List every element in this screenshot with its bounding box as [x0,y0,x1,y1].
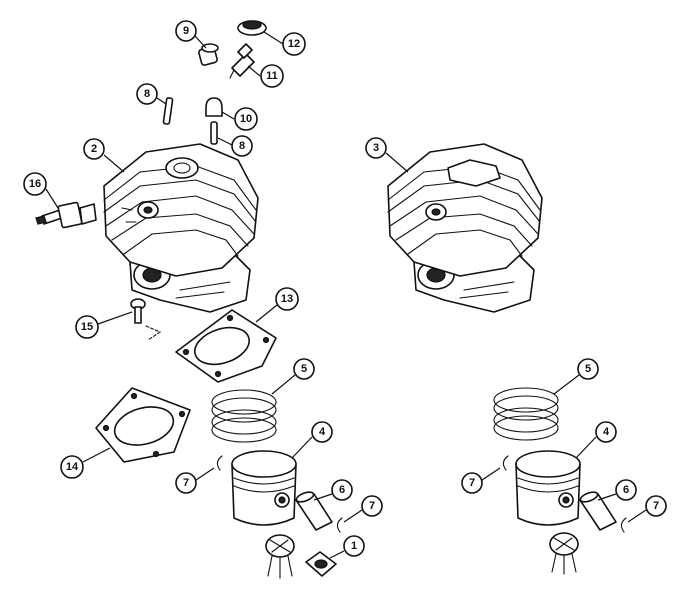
svg-text:13: 13 [281,293,293,305]
callout-10: 10 [234,107,258,131]
callout-16: 16 [23,172,47,196]
gasket-14 [95,387,191,463]
needle-bearing-1 [305,551,337,577]
svg-text:6: 6 [623,484,629,496]
cylinder-right [387,143,543,313]
svg-text:4: 4 [603,426,610,438]
callout-14: 14 [60,455,84,479]
valve-11 [229,43,255,79]
svg-text:4: 4 [319,426,326,438]
callout-13: 13 [275,287,299,311]
callout-1: 1 [343,535,365,557]
cap-10 [205,97,223,117]
callout-7-right-b: 7 [645,495,667,517]
svg-text:15: 15 [81,321,93,333]
svg-text:8: 8 [144,88,150,100]
callout-15: 15 [75,315,99,339]
svg-text:7: 7 [469,477,475,489]
spark-plug-16 [35,201,97,229]
svg-text:3: 3 [373,142,379,154]
callout-4-left: 4 [311,421,333,443]
svg-text:16: 16 [29,178,41,190]
callout-6-right: 6 [615,479,637,501]
piston-right [515,450,581,526]
svg-text:8: 8 [239,140,245,152]
callout-7-left-b: 7 [361,495,383,517]
piston-rings-left [211,389,277,443]
callout-5-left: 5 [293,358,315,380]
callout-7-right-a: 7 [461,472,483,494]
callout-4-right: 4 [595,421,617,443]
svg-text:14: 14 [66,461,79,473]
svg-text:7: 7 [183,477,189,489]
svg-text:12: 12 [288,38,300,50]
piston-pin-right [579,491,617,531]
piston-left [231,450,297,526]
callout-11: 11 [260,64,284,88]
callout-6-left: 6 [331,479,353,501]
gasket-13 [175,309,277,383]
callout-8-lower: 8 [231,135,253,157]
callout-12: 12 [282,32,306,56]
callouts: 9 12 11 8 10 8 2 3 16 15 13 5 5 4 4 14 7… [23,20,667,557]
piston-pin-left [295,491,333,531]
svg-text:10: 10 [240,113,252,125]
plug-9 [198,43,219,66]
svg-text:2: 2 [91,143,97,155]
svg-text:7: 7 [369,500,375,512]
svg-text:1: 1 [351,540,357,552]
callout-9: 9 [175,20,197,42]
leader-lines [45,31,647,559]
callout-3: 3 [365,137,387,159]
bearing-right [549,532,579,575]
cylinder-left [103,143,259,313]
svg-text:9: 9 [183,25,189,37]
svg-text:5: 5 [301,363,307,375]
callout-7-left-a: 7 [175,472,197,494]
svg-text:5: 5 [585,363,591,375]
bearing-left [265,534,295,579]
callout-8-top: 8 [136,83,158,105]
svg-text:6: 6 [339,484,345,496]
screw-15 [130,298,162,341]
cap-12 [237,20,267,36]
piston-rings-right [493,387,559,441]
callout-2: 2 [83,138,105,160]
callout-5-right: 5 [577,358,599,380]
svg-text:7: 7 [653,500,659,512]
circlips [216,455,627,533]
svg-text:11: 11 [266,70,278,82]
pin-8-top [162,97,174,125]
pin-8-lower [210,121,218,145]
